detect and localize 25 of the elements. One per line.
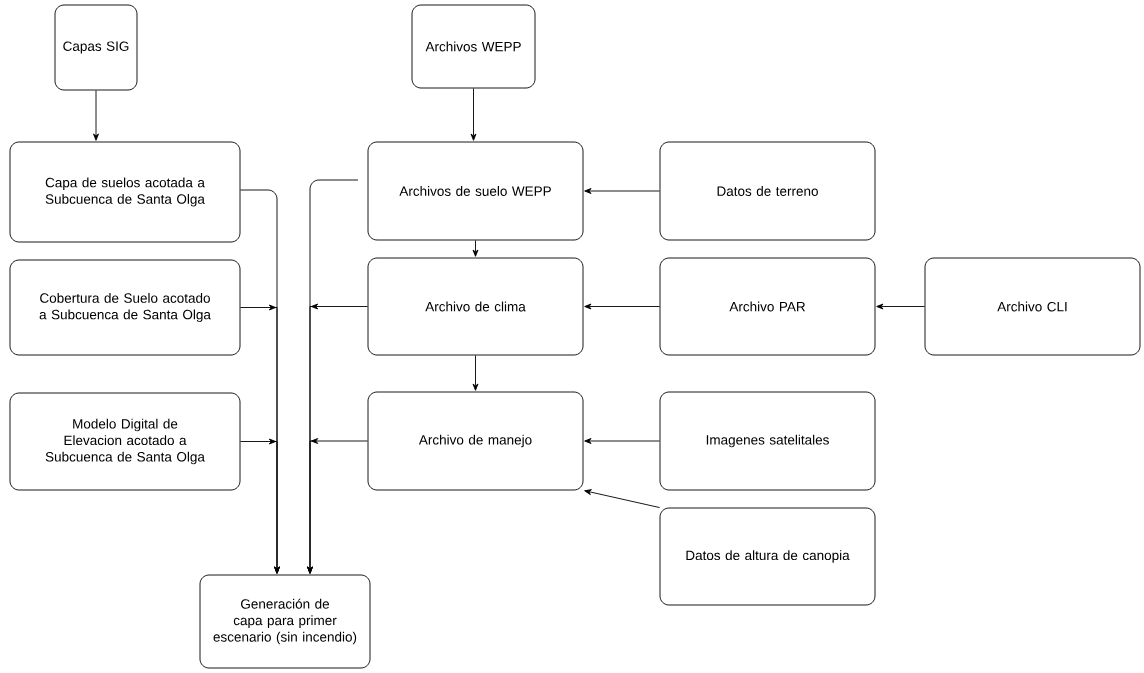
process-box: Modelo Digital de Elevacion acotado a Subcuenca de Santa Olga bbox=[9, 392, 241, 491]
process-box: Capas SIG bbox=[54, 4, 138, 91]
arrow bbox=[93, 90, 99, 141]
arrow bbox=[584, 489, 660, 508]
arrow bbox=[876, 303, 925, 310]
arrow bbox=[307, 438, 368, 574]
process-box: Datos de altura de canopia bbox=[659, 507, 876, 606]
process-box: Datos de terreno bbox=[659, 141, 876, 241]
arrow bbox=[470, 88, 477, 141]
process-box: Capa de suelos acotada a Subcuenca de Santa Olga bbox=[9, 141, 241, 243]
process-box: Archivos WEPP bbox=[411, 4, 536, 89]
process-box: Generación de capa para primer escenario (sin incendio) bbox=[199, 574, 371, 669]
process-box: Archivos de suelo WEPP bbox=[367, 141, 584, 241]
arrow bbox=[240, 438, 280, 574]
arrow bbox=[472, 355, 479, 391]
arrow bbox=[584, 303, 660, 310]
process-box: Archivo de manejo bbox=[367, 391, 584, 491]
process-box: Archivo CLI bbox=[924, 257, 1141, 356]
process-box: Imagenes satelitales bbox=[659, 391, 876, 491]
process-box: Cobertura de Suelo acotado a Subcuenca de Santa Olga bbox=[9, 259, 241, 356]
process-box: Archivo PAR bbox=[659, 257, 876, 356]
arrow bbox=[472, 240, 479, 257]
arrow bbox=[584, 188, 660, 194]
arrow bbox=[584, 438, 660, 444]
process-box: Archivo de clima bbox=[367, 257, 584, 356]
